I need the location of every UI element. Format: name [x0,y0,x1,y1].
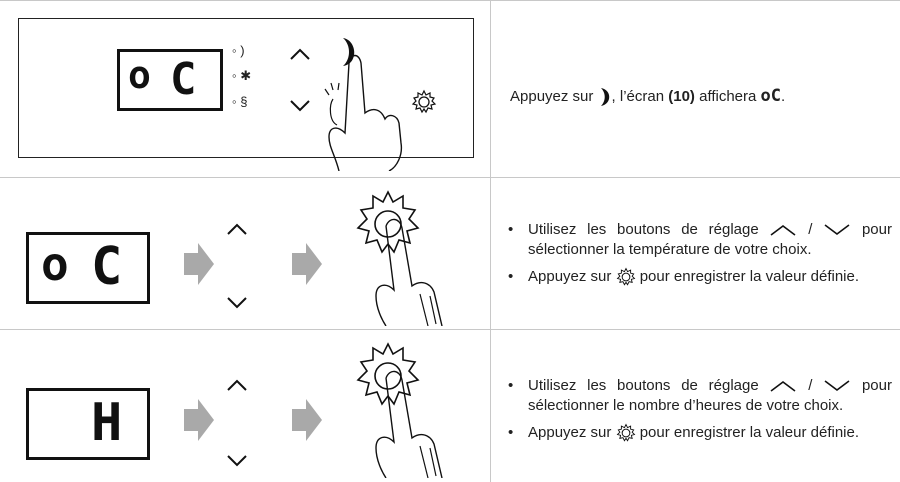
lcd-display-row3: H [26,388,150,460]
mode-indicator-moon: ◦ ) [232,43,245,58]
chevron-up-icon[interactable] [289,47,311,61]
row-divider-2 [0,329,900,330]
row3-b1-sep: / [797,377,824,394]
chevron-down-icon [824,224,850,236]
gear-icon [616,423,635,442]
chevron-up-icon[interactable] [226,378,248,392]
row1-text-end: . [781,88,786,105]
row2-b1-before: Utilisez les boutons de réglage [528,221,770,238]
right-arrow-icon [184,399,214,441]
row3-bullet-2: Appuyez sur pour enregistrer la valeur d… [508,423,892,443]
row2-instructions: Utilisez les boutons de réglage / pour s… [508,220,892,294]
mode-indicator-sun: ◦ ✱ [232,68,252,83]
row2-bullet-1: Utilisez les boutons de réglage / pour s… [508,220,892,260]
row2-b2-before: Appuyez sur [528,268,616,285]
row2-b1-sep: / [797,221,824,238]
right-arrow-icon [292,243,322,285]
row1-screen-ref: (10) [668,88,695,105]
mode-indicator-heat: ◦ § [232,94,248,109]
row3-instructions: Utilisez les boutons de réglage / pour s… [508,376,892,450]
row3-bullet-1: Utilisez les boutons de réglage / pour s… [508,376,892,416]
control-panel-illustration: o C ◦ ) ◦ ✱ ◦ § [18,18,474,171]
lcd-display: o C [117,49,223,111]
row1-text-before: Appuyez sur [510,88,598,105]
gear-press-illustration [356,190,443,326]
moon-icon [600,88,609,107]
row3-b2-after: pour enregistrer la valeur définie. [635,424,860,441]
gear-press-illustration [356,342,443,478]
row2-b2-after: pour enregistrer la valeur définie. [635,268,860,285]
hand-pointer-icon [324,54,403,171]
row1-instruction: Appuyez sur , l’écran (10) affichera oC. [510,86,785,107]
row3-b1-after: pour sélectionner le nombre d’heures de … [528,377,892,414]
chevron-up-icon [770,225,796,236]
chevron-down-icon[interactable] [226,296,248,310]
row2-b1-after: pour sélectionner la température de votr… [528,221,892,258]
chevron-down-icon [824,380,850,392]
column-divider [490,0,491,482]
chevron-up-icon [770,381,796,392]
chevron-down-icon[interactable] [289,99,311,113]
row3-b2-before: Appuyez sur [528,424,616,441]
row3-b1-before: Utilisez les boutons de réglage [528,377,770,394]
row1-text-after: affichera [694,88,761,105]
gear-icon [616,267,635,286]
row1-text-mid: , l’écran [611,88,669,105]
row1-display-ref: oC [760,86,782,106]
lcd-digit-left: o [41,237,69,291]
right-arrow-icon [184,243,214,285]
right-arrow-icon [292,399,322,441]
row2-bullet-2: Appuyez sur pour enregistrer la valeur d… [508,267,892,287]
lcd-digit-right: C [91,237,123,297]
lcd-display-row2: o C [26,232,150,304]
row-divider-top [0,0,900,1]
lcd-digit-left: o [128,53,151,97]
lcd-digit-h: H [91,393,123,453]
lcd-digit-right: C [170,54,197,105]
chevron-up-icon[interactable] [226,222,248,236]
chevron-down-icon[interactable] [226,454,248,468]
row-divider-1 [0,177,900,178]
moon-icon[interactable] [337,35,363,69]
gear-icon[interactable] [411,89,437,115]
